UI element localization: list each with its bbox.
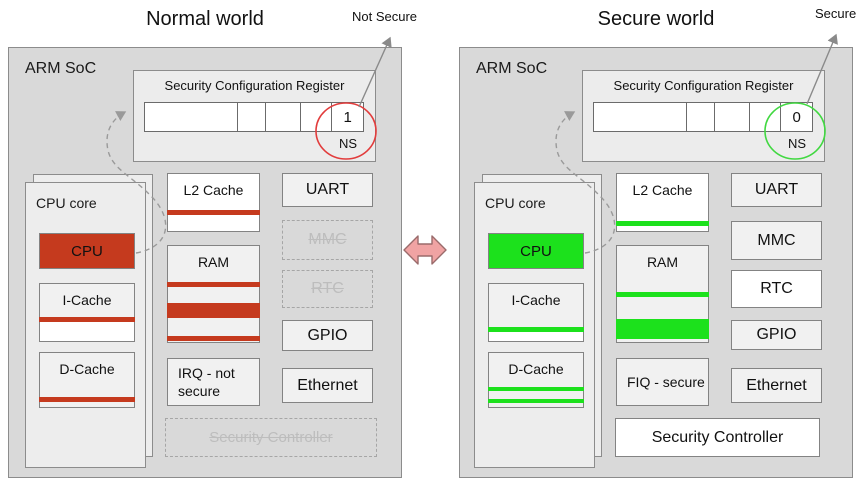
secure-dcache-stripe	[488, 387, 584, 391]
secure-ram-box: RAM	[616, 245, 709, 343]
secure-icache-label: I-Cache	[511, 292, 561, 308]
normal-dcache-label: D-Cache	[59, 361, 115, 377]
normal-mmc-box: MMC	[282, 220, 373, 260]
not-secure-annotation: Not Secure	[352, 9, 418, 24]
normal-icache-stripe	[39, 317, 135, 322]
normal-rtc-label: RTC	[311, 280, 344, 297]
normal-dcache-box: D-Cache	[39, 352, 135, 408]
secure-cpu-box: CPU	[488, 233, 584, 269]
register-cell	[750, 103, 782, 131]
normal-security-controller-label: Security Controller	[209, 429, 333, 446]
secure-dcache-stripe	[488, 399, 584, 403]
normal-soc-label: ARM SoC	[25, 60, 97, 77]
secure-l2-stripe	[616, 221, 709, 226]
secure-ram-band	[616, 319, 709, 339]
register-cell	[594, 103, 688, 131]
normal-l2cache-box: L2 Cache	[167, 173, 260, 232]
normal-ns-bit-cell: 1	[343, 108, 352, 126]
secure-rtc-box: RTC	[731, 270, 822, 308]
secure-security-controller-box: Security Controller	[615, 418, 820, 457]
secure-l2cache-box: L2 Cache	[616, 173, 709, 232]
secure-ram-stripe	[616, 292, 709, 297]
secure-icache-box: I-Cache	[488, 283, 584, 342]
normal-ram-label: RAM	[197, 254, 230, 270]
cache-white-band	[489, 330, 583, 341]
register-cell	[687, 103, 715, 131]
secure-ns-label: NS	[787, 136, 806, 151]
normal-cpu-core-label: CPU core	[36, 195, 97, 211]
normal-gpio-box: GPIO	[282, 320, 373, 351]
normal-ram-band	[167, 303, 260, 318]
secure-dcache-label: D-Cache	[508, 361, 564, 377]
normal-ram-stripe	[167, 336, 260, 341]
secure-scr-box: Security Configuration Register 0 NS	[582, 70, 825, 162]
normal-ram-stripe	[167, 282, 260, 287]
secure-mmc-box: MMC	[731, 221, 822, 260]
register-cell	[301, 103, 333, 131]
secure-ram-label: RAM	[646, 254, 679, 270]
secure-world-title: Secure world	[597, 8, 715, 30]
register-cell	[715, 103, 750, 131]
normal-irq-box: IRQ - not secure	[167, 358, 260, 406]
secure-fiq-box: FIQ - secure	[616, 358, 709, 406]
register-cell	[238, 103, 266, 131]
register-cell	[266, 103, 301, 131]
register-cell	[145, 103, 239, 131]
normal-ns-label: NS	[338, 136, 357, 151]
secure-icache-stripe	[488, 327, 584, 332]
normal-mmc-label: MMC	[308, 231, 347, 248]
normal-security-controller-box: Security Controller	[165, 418, 377, 457]
secure-soc-label: ARM SoC	[476, 60, 548, 77]
secure-uart-box: UART	[731, 173, 822, 207]
normal-uart-box: UART	[282, 173, 373, 207]
normal-l2cache-label: L2 Cache	[183, 182, 244, 198]
normal-dcache-stripe	[39, 397, 135, 402]
normal-scr-title: Security Configuration Register	[164, 78, 345, 93]
secure-ns-bit-cell: 0	[792, 108, 801, 126]
secure-gpio-box: GPIO	[731, 320, 822, 350]
normal-icache-label: I-Cache	[62, 292, 112, 308]
cache-white-band	[40, 320, 134, 341]
secure-scr-title: Security Configuration Register	[613, 78, 794, 93]
normal-l2-stripe	[167, 210, 260, 215]
normal-ram-box: RAM	[167, 245, 260, 343]
normal-scr-box: Security Configuration Register 1 NS	[133, 70, 376, 162]
secure-cpu-core-label: CPU core	[485, 195, 546, 211]
normal-scr-bitfield: 1	[144, 102, 364, 132]
normal-rtc-box: RTC	[282, 270, 373, 308]
normal-world-title: Normal world	[146, 8, 264, 30]
secure-l2cache-label: L2 Cache	[632, 182, 693, 198]
secure-ethernet-box: Ethernet	[731, 368, 822, 403]
secure-scr-bitfield: 0	[593, 102, 813, 132]
world-switch-arrow-icon	[403, 235, 447, 265]
secure-annotation: Secure	[815, 6, 857, 21]
normal-ethernet-box: Ethernet	[282, 368, 373, 403]
secure-dcache-box: D-Cache	[488, 352, 584, 408]
normal-cpu-box: CPU	[39, 233, 135, 269]
normal-icache-box: I-Cache	[39, 283, 135, 342]
